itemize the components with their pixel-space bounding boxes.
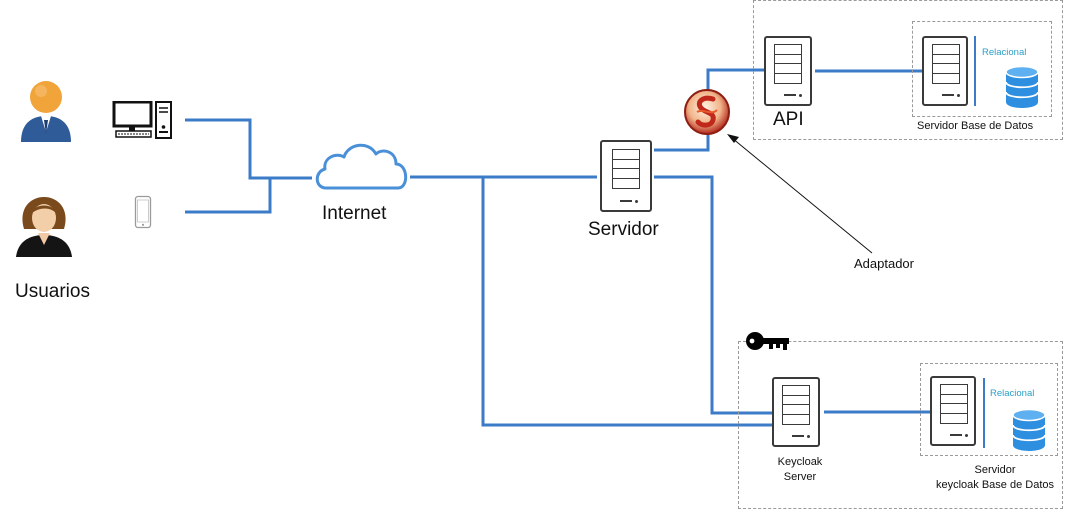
api-server-icon [764, 36, 812, 106]
cloud-icon [315, 143, 408, 190]
db-server-bottom-label-line2: keycloak Base de Datos [935, 479, 1054, 491]
api-group-box [753, 0, 1063, 140]
database-top-icon [1005, 65, 1039, 108]
mobile-phone-icon [134, 195, 152, 229]
keycloak-server-label-line1: Keycloak [777, 456, 823, 468]
adapter-arrow [731, 137, 873, 254]
db-group-box-bottom [920, 363, 1058, 456]
server-icon [600, 140, 652, 212]
db-server-bottom-label: Servidor keycloak Base de Datos [925, 463, 1065, 493]
keycloak-server-label: Keycloak Server [760, 455, 840, 485]
db-bottom-divider [983, 378, 985, 448]
users-label: Usuarios [15, 281, 90, 302]
db-group-box-top [912, 21, 1052, 117]
user-male-icon [21, 81, 71, 142]
db-server-bottom-icon [930, 376, 976, 446]
adapter-logo-icon [684, 89, 730, 135]
server-label: Servidor [588, 219, 659, 240]
keycloak-server-label-line2: Server [783, 471, 817, 483]
user-female-icon [16, 197, 72, 257]
phone-link [185, 178, 272, 214]
server-to-keycloak-link [654, 175, 772, 415]
relational-bottom-label: Relacional [990, 388, 1035, 399]
db-top-divider [974, 36, 976, 106]
api-label: API [773, 109, 804, 130]
db-server-top-label: Servidor Base de Datos [917, 120, 1034, 132]
db-server-top-icon [922, 36, 968, 106]
database-bottom-icon [1012, 408, 1046, 451]
desktop-link [185, 118, 312, 180]
internet-label: Internet [322, 203, 387, 224]
keycloak-server-icon [772, 377, 820, 447]
internet-to-keycloak-link [481, 177, 772, 427]
keycloak-group-box [738, 341, 1063, 509]
key-icon [746, 332, 789, 350]
adapter-label: Adaptador [854, 256, 914, 271]
adapter-arrowhead [727, 134, 739, 143]
db-server-bottom-label-line1: Servidor [974, 464, 1016, 476]
desktop-computer-icon [112, 101, 172, 139]
relational-top-label: Relacional [982, 47, 1027, 58]
